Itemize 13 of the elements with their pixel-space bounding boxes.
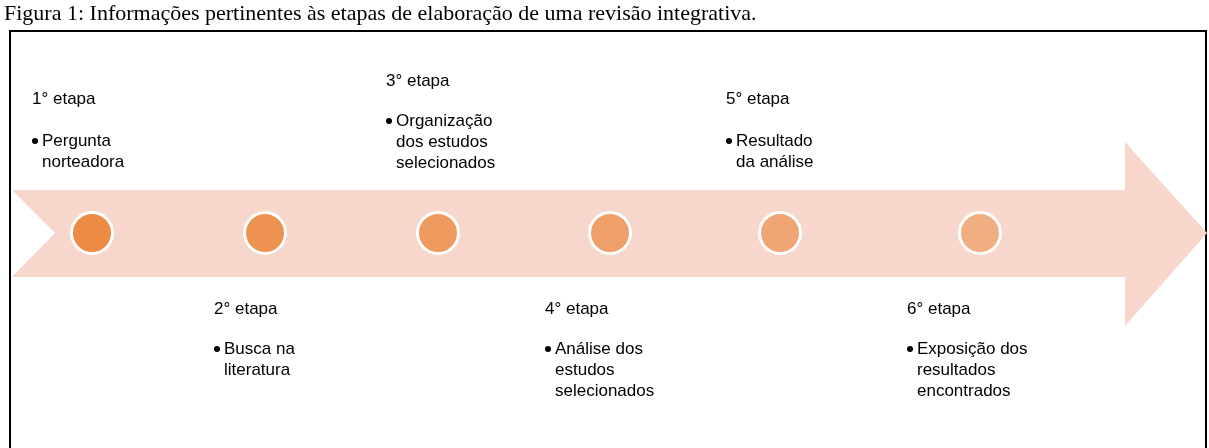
step-heading: 2° etapa [214,298,278,319]
step-heading: 3° etapa [386,70,450,91]
step-description: Organização dos estudos selecionados [396,110,497,173]
figure-caption: Figura 1: Informações pertinentes às etapas de elaboração de uma revisão integrativa. [4,0,757,26]
step-description: Análise dos estudos selecionados [555,338,655,401]
step-heading: 1° etapa [32,88,96,109]
step-heading: 6° etapa [907,298,971,319]
step-description: Resultado da análise [736,130,815,172]
step-heading: 5° etapa [726,88,790,109]
step-description: Exposição dos resultados encontrados [917,338,1029,401]
step-description: Pergunta norteadora [42,130,126,172]
step-description: Busca na literatura [224,338,296,380]
step-heading: 4° etapa [545,298,609,319]
